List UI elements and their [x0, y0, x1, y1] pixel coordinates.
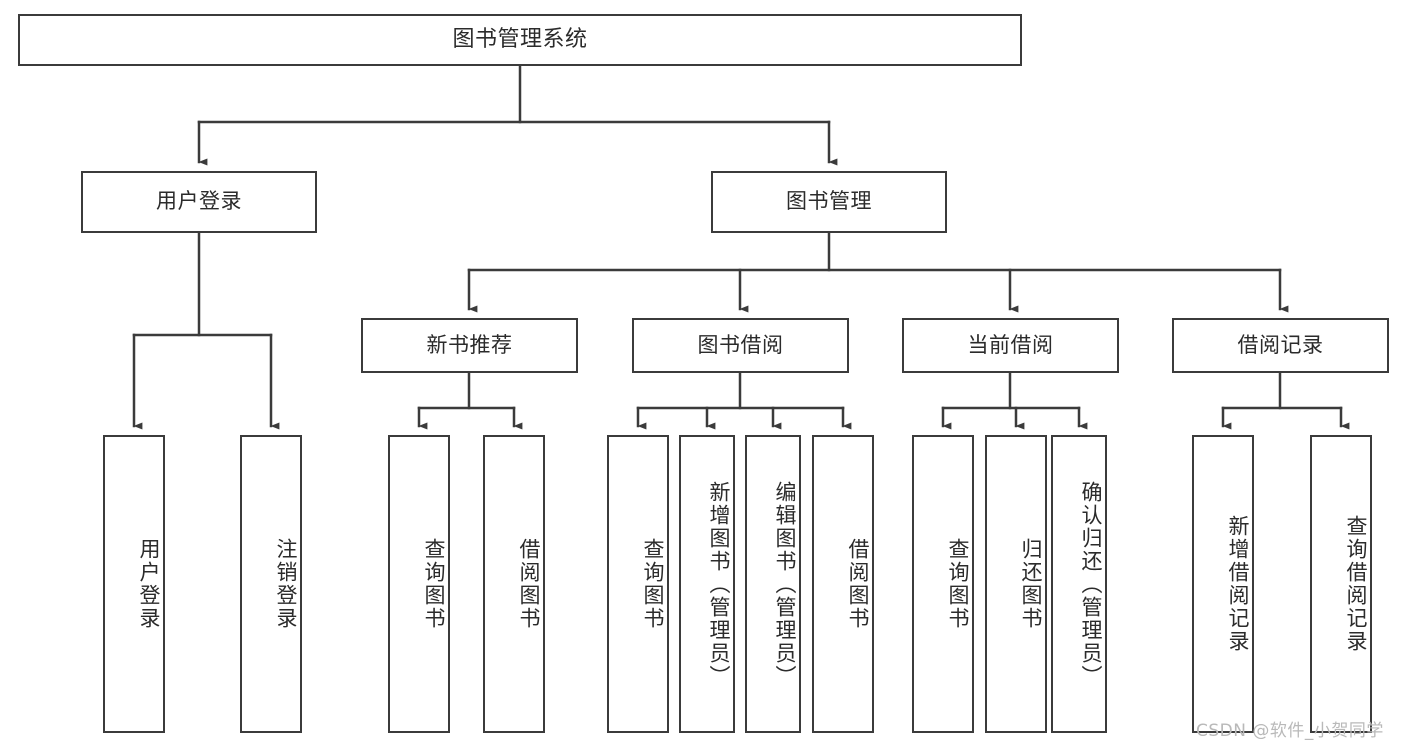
- node-leaf-3-label: 借阅图书: [517, 538, 541, 630]
- node-leaf-6-label: 编辑图书（管理员）: [773, 480, 797, 688]
- node-leaf-11[interactable]: 新增借阅记录: [1192, 435, 1254, 733]
- node-leaf-2-label: 查询图书: [422, 538, 446, 630]
- node-leaf-12-label: 查询借阅记录: [1344, 515, 1368, 653]
- node-leaf-11-label: 新增借阅记录: [1226, 515, 1250, 653]
- node-leaf-4-label: 查询图书: [641, 538, 665, 630]
- node-leaf-6[interactable]: 编辑图书（管理员）: [745, 435, 801, 733]
- node-l2-2[interactable]: 当前借阅: [902, 318, 1119, 373]
- node-l1-0-label: 用户登录: [156, 189, 242, 214]
- node-leaf-1[interactable]: 注销登录: [240, 435, 302, 733]
- node-leaf-10[interactable]: 确认归还（管理员）: [1051, 435, 1107, 733]
- node-leaf-3[interactable]: 借阅图书: [483, 435, 545, 733]
- node-leaf-8[interactable]: 查询图书: [912, 435, 974, 733]
- node-leaf-12[interactable]: 查询借阅记录: [1310, 435, 1372, 733]
- node-l1-1-label: 图书管理: [786, 189, 872, 214]
- node-leaf-4[interactable]: 查询图书: [607, 435, 669, 733]
- node-leaf-9-label: 归还图书: [1019, 538, 1043, 630]
- node-leaf-7-label: 借阅图书: [846, 538, 870, 630]
- node-leaf-10-label: 确认归还（管理员）: [1079, 480, 1103, 688]
- node-l2-2-label: 当前借阅: [967, 332, 1054, 357]
- csdn-watermark: CSDN @软件_小贺同学: [1196, 721, 1384, 741]
- node-l2-0-label: 新书推荐: [426, 332, 513, 357]
- node-leaf-9[interactable]: 归还图书: [985, 435, 1047, 733]
- node-leaf-1-label: 注销登录: [274, 538, 298, 630]
- node-root-system-label: 图书管理系统: [452, 26, 588, 52]
- node-l1-1[interactable]: 图书管理: [711, 171, 947, 233]
- node-l2-1[interactable]: 图书借阅: [632, 318, 849, 373]
- node-root-system[interactable]: 图书管理系统: [18, 14, 1022, 66]
- node-leaf-7[interactable]: 借阅图书: [812, 435, 874, 733]
- node-l2-1-label: 图书借阅: [697, 332, 784, 357]
- node-leaf-5-label: 新增图书（管理员）: [707, 480, 731, 688]
- node-l2-3[interactable]: 借阅记录: [1172, 318, 1389, 373]
- node-leaf-0-label: 用户登录: [137, 538, 161, 630]
- node-leaf-8-label: 查询图书: [946, 538, 970, 630]
- node-leaf-0[interactable]: 用户登录: [103, 435, 165, 733]
- node-l2-0[interactable]: 新书推荐: [361, 318, 578, 373]
- edge-layer: [132, 64, 1350, 430]
- node-leaf-5[interactable]: 新增图书（管理员）: [679, 435, 735, 733]
- node-l1-0[interactable]: 用户登录: [81, 171, 317, 233]
- node-l2-3-label: 借阅记录: [1237, 332, 1324, 357]
- node-leaf-2[interactable]: 查询图书: [388, 435, 450, 733]
